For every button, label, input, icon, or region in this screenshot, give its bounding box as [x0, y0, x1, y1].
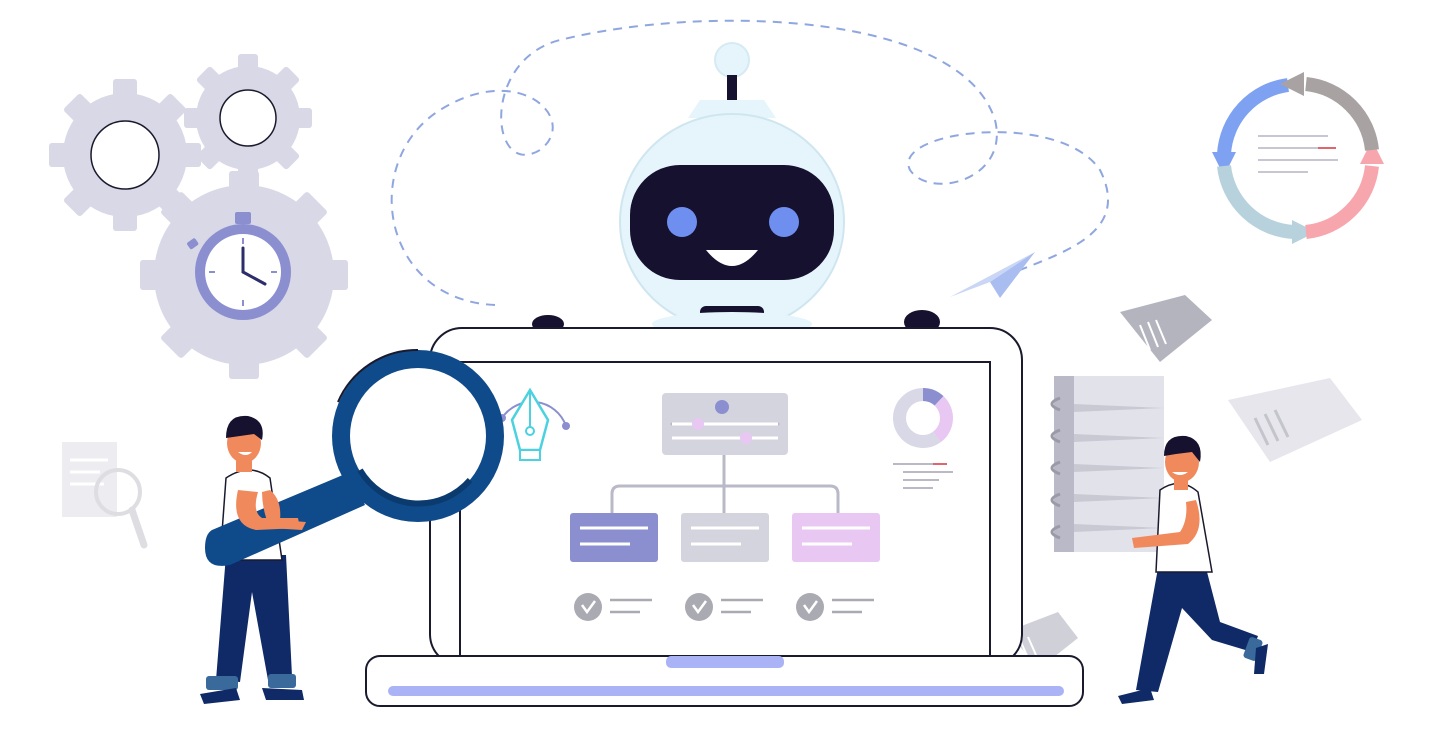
- checkmark-icon: [574, 593, 602, 621]
- pen-tool-icon: [498, 387, 570, 461]
- person-right: [1118, 435, 1268, 704]
- robot-smile: [706, 250, 758, 266]
- robot-eye-left: [667, 207, 697, 237]
- floating-paper-2: [1228, 378, 1362, 462]
- document-icon: [62, 442, 148, 549]
- laptop-base-bar: [388, 686, 1064, 696]
- cycle-arrows-icon: [1212, 72, 1384, 244]
- checkmark-icon: [685, 593, 713, 621]
- checklist: [574, 593, 874, 621]
- person-left-arms: [236, 490, 306, 530]
- paper-plane-icon: [950, 252, 1035, 298]
- floating-paper-1: [1120, 295, 1212, 362]
- robot-face: [630, 165, 834, 280]
- flowchart-node-3: [792, 513, 880, 562]
- robot-icon: [532, 42, 940, 336]
- flowchart-node-2: [681, 513, 769, 562]
- notebook-icon: [1050, 376, 1164, 552]
- robot-eye-right: [769, 207, 799, 237]
- donut-chart-icon: [893, 388, 953, 489]
- dashed-trails: [390, 19, 1109, 306]
- flowchart-node-1: [570, 513, 658, 562]
- gears-icon: [49, 54, 348, 379]
- stopwatch-icon: [187, 212, 291, 320]
- flowchart-icon: [570, 393, 880, 562]
- checkmark-icon: [796, 593, 824, 621]
- magnifying-glass-icon: [205, 348, 504, 566]
